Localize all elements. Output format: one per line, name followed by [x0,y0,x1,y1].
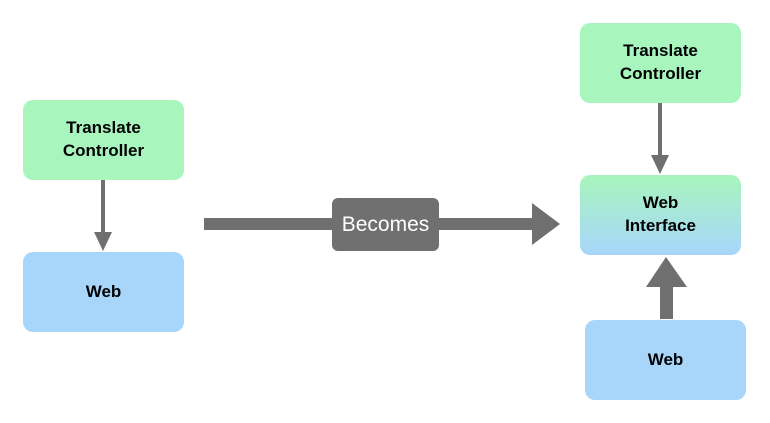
web-to-interface-arrow-shaft [660,286,673,319]
left-controller-to-web-arrowhead [94,232,112,251]
becomes-arrowhead [532,203,560,245]
becomes-label: Becomes [332,198,439,251]
right-translate-controller-box: Translate Controller [580,23,741,103]
left-translate-controller-box: Translate Controller [23,100,184,180]
web-to-interface-arrowhead [646,257,687,287]
right-controller-to-interface-arrowhead [651,155,669,174]
left-web-box: Web [23,252,184,332]
right-web-box: Web [585,320,746,400]
web-interface-box: Web Interface [580,175,741,255]
